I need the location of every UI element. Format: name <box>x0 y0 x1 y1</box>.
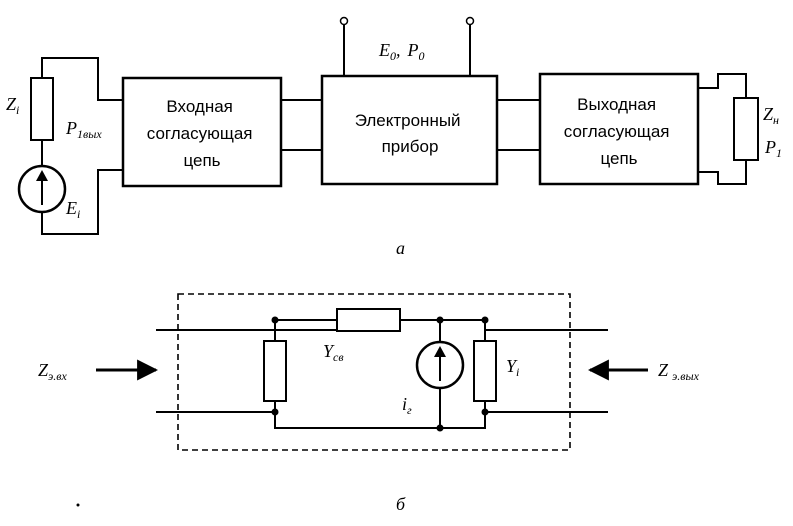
junction-dot <box>271 408 279 416</box>
junction-dot <box>436 424 444 432</box>
ei-source <box>17 164 67 214</box>
output-block-text: Выходная согласующая цепь <box>564 95 674 168</box>
diagram-b-caption: б <box>396 494 406 514</box>
ysv-label: Yсв <box>323 341 344 364</box>
p1vyh-label: P1вых <box>65 118 102 141</box>
zi-label: Zi <box>6 94 19 117</box>
ig-current-source <box>415 340 465 390</box>
bottom-rail <box>274 412 486 429</box>
zvx-label: Zэ.вх <box>38 360 68 383</box>
device-block-text: Электронный прибор <box>355 111 466 156</box>
input-block-text: Входная согласующая цепь <box>147 97 257 170</box>
junction-dot <box>436 316 444 324</box>
load-loop-wire <box>698 73 747 185</box>
supply-terminal-right <box>465 16 475 26</box>
junction-dot <box>481 316 489 324</box>
yi-resistor <box>473 340 497 402</box>
equivalent-circuit-boundary <box>177 293 571 451</box>
yi-label: Yi <box>506 356 519 379</box>
zn-load-resistor <box>733 97 759 161</box>
ysv-resistor <box>336 308 401 332</box>
output-matching-block <box>538 72 700 186</box>
junction-dot <box>271 316 279 324</box>
zi-resistor <box>30 77 54 141</box>
source-top-wire <box>41 57 123 101</box>
input-shunt-resistor <box>263 340 287 402</box>
ei-label: Ei <box>65 198 80 221</box>
input-matching-block <box>121 76 283 188</box>
diagram-a-caption: а <box>396 238 405 258</box>
electronic-device-block <box>320 74 499 186</box>
junction-dot <box>481 408 489 416</box>
p1-label: P1 <box>764 137 782 160</box>
zn-label: Zн <box>763 104 779 127</box>
stray-dot <box>76 503 80 507</box>
e0-p0-label: E0,P0 <box>378 40 425 63</box>
source-bottom-wire <box>41 169 123 235</box>
supply-terminal-left <box>339 16 349 26</box>
diagram-a: Входная согласующая цепь Электронный при… <box>6 16 782 258</box>
ig-label: iг <box>402 394 412 417</box>
